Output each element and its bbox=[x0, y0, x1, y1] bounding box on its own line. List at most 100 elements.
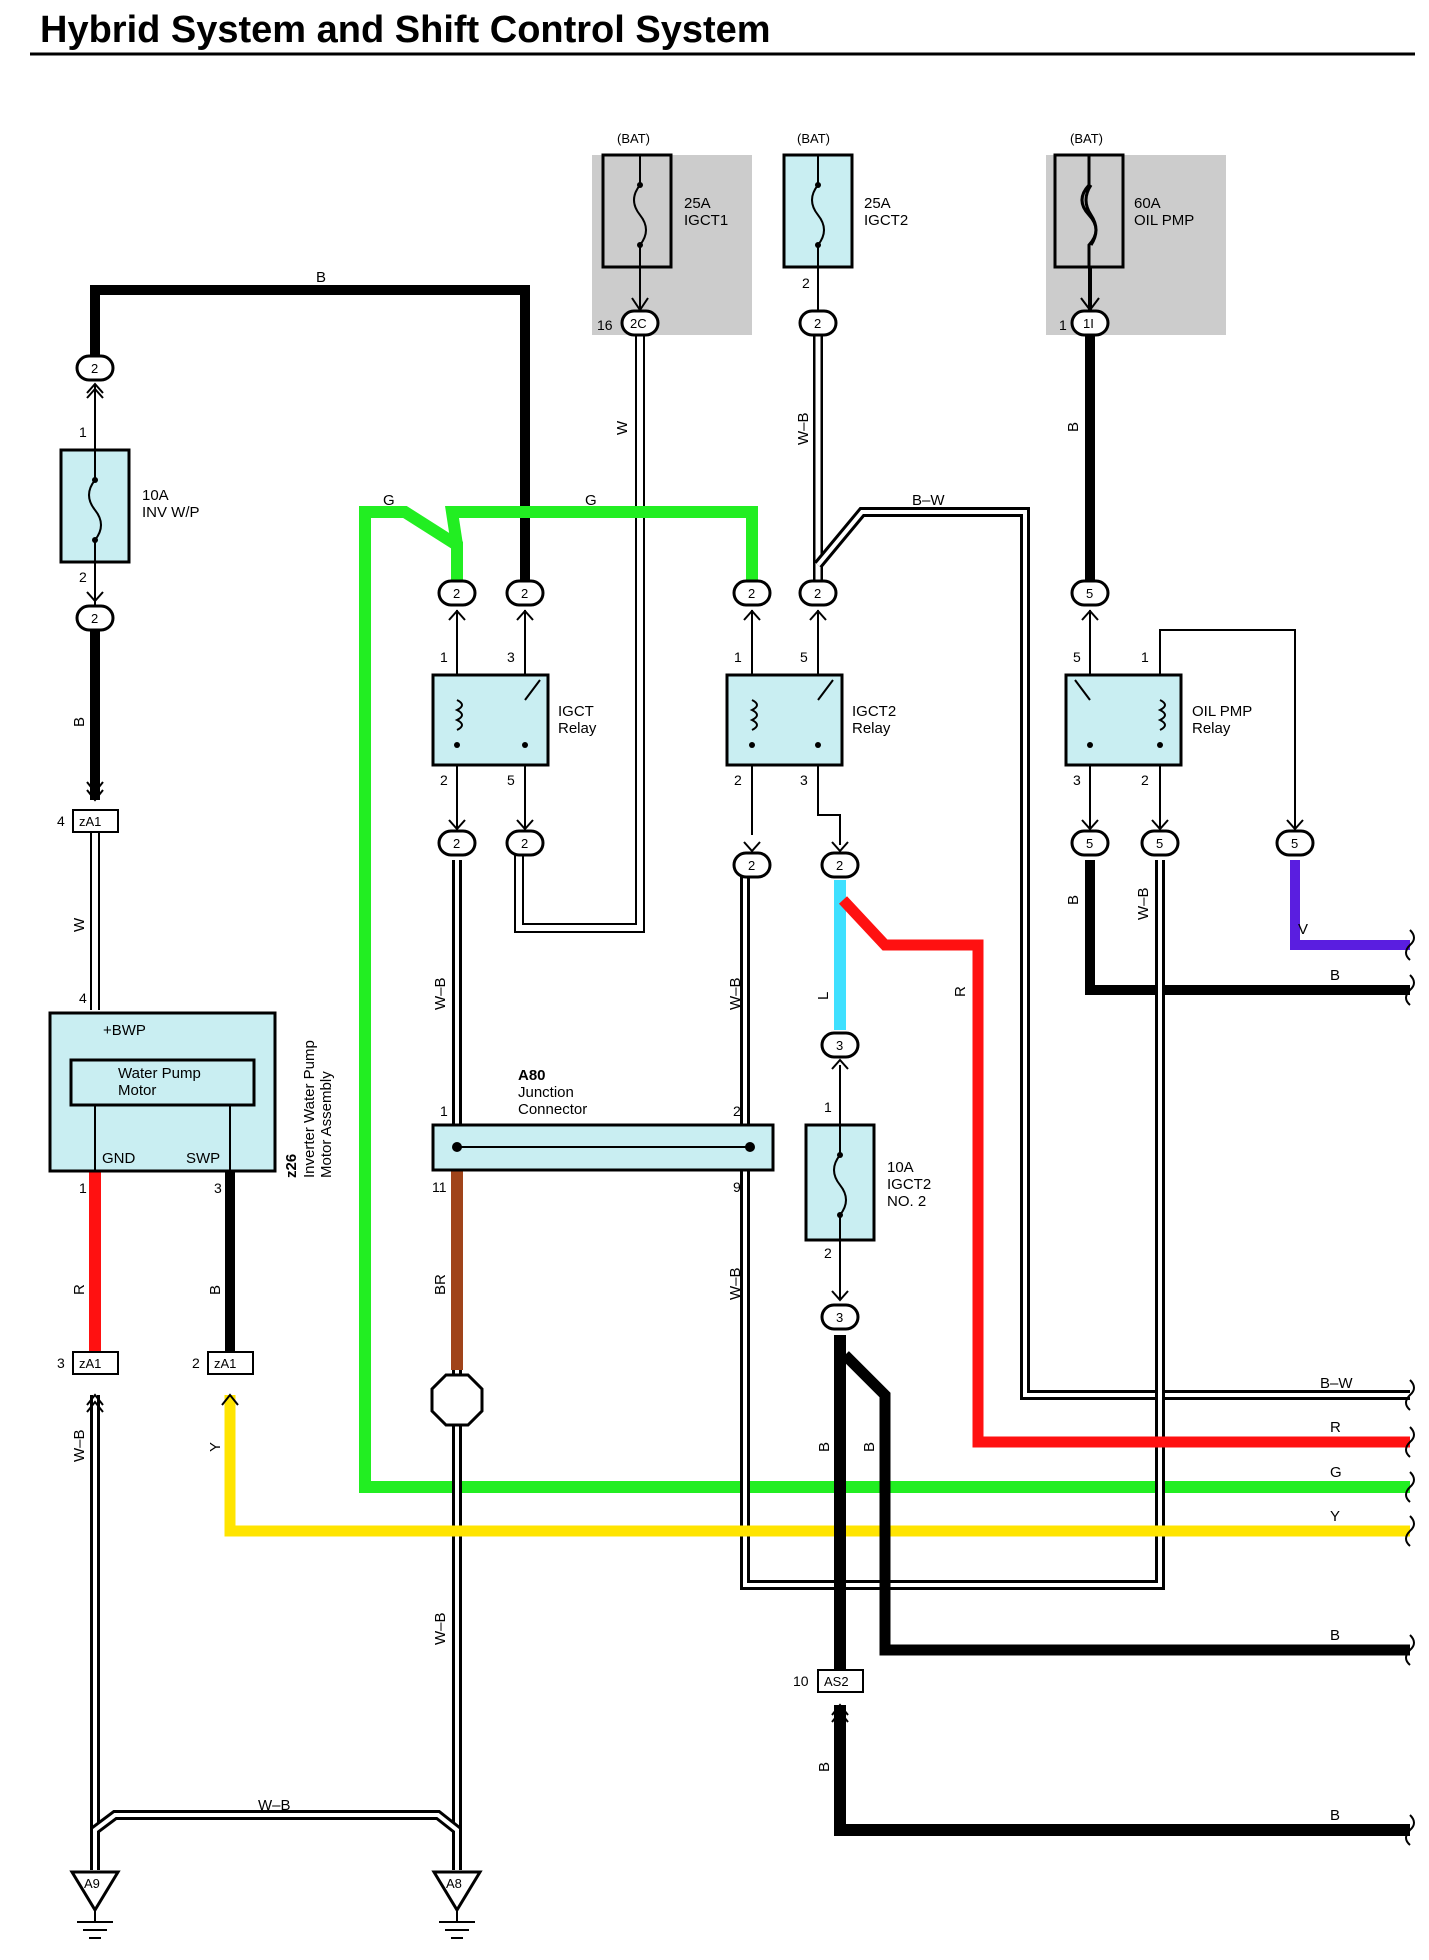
relay-igct2-switch-icon bbox=[817, 679, 834, 701]
conn-2-igct2-pin1: 2 bbox=[732, 579, 772, 607]
fuse-inv-wp-icon bbox=[88, 450, 102, 562]
fuse-igct2-icon bbox=[811, 155, 825, 267]
svg-text:2: 2 bbox=[91, 611, 98, 626]
a80-pin2: 2 bbox=[733, 1103, 741, 1119]
a80-pin9: 9 bbox=[733, 1179, 741, 1195]
fuse-igct2-no2-name1: IGCT2 bbox=[887, 1176, 931, 1193]
conn-2-igct-pin5: 2 bbox=[505, 829, 545, 857]
lbl-b-swp: B bbox=[207, 1285, 224, 1295]
fuse-igct2-no2-icon bbox=[833, 1125, 847, 1240]
relay-igct-pin5: 5 bbox=[507, 772, 515, 788]
svg-text:5: 5 bbox=[1156, 836, 1163, 851]
motor-bwp: +BWP bbox=[103, 1022, 146, 1039]
relay-oil-pmp-switch-icon bbox=[1074, 679, 1091, 701]
motor-top-pin: 4 bbox=[79, 990, 87, 1006]
wire-tails bbox=[1405, 929, 1415, 1846]
lbl-v: V bbox=[1298, 921, 1308, 938]
tail-r bbox=[1405, 1426, 1415, 1458]
fuse-igct2-bat: (BAT) bbox=[797, 131, 830, 146]
fuse-igct1-rating: 25A bbox=[684, 195, 711, 212]
fuse-igct2-pin: 2 bbox=[802, 275, 810, 291]
wire-g-top bbox=[445, 506, 758, 580]
lbl-b-as2: B bbox=[816, 1762, 833, 1772]
lbl-wb-igct2: W–B bbox=[727, 977, 744, 1010]
motor-name1: Inverter Water Pump bbox=[301, 1040, 318, 1178]
chevrons bbox=[86, 382, 1304, 1723]
wire-g-loop bbox=[359, 506, 1410, 1493]
relay-igct-switch-icon bbox=[524, 679, 541, 701]
conn-5-oil-pin2: 5 bbox=[1140, 829, 1180, 857]
wire-b-oil-out bbox=[1085, 860, 1410, 995]
lbl-b-oilrelay: B bbox=[1065, 895, 1082, 905]
svg-text:zA1: zA1 bbox=[214, 1356, 236, 1371]
tail-v bbox=[1405, 929, 1415, 961]
fuse-igct1-name: IGCT1 bbox=[684, 212, 728, 229]
tail-b3 bbox=[1405, 1814, 1415, 1846]
relay-igct2-pin2: 2 bbox=[734, 772, 742, 788]
wire-labels: B G G B–W W W–B B B W W–B W–B L R B W–B … bbox=[71, 269, 1353, 1824]
conn-3-fuse2-top: 3 bbox=[820, 1031, 860, 1059]
lbl-g-right: G bbox=[1330, 1464, 1342, 1481]
relay-oil-pmp-name2: Relay bbox=[1192, 720, 1231, 737]
svg-text:5: 5 bbox=[1291, 836, 1298, 851]
wire-bw bbox=[816, 510, 1410, 1397]
conn-1i: 1I bbox=[1070, 309, 1110, 337]
svg-text:A8: A8 bbox=[446, 1876, 462, 1891]
svg-text:zA1: zA1 bbox=[79, 1356, 101, 1371]
motor-id: z26 bbox=[283, 1154, 300, 1178]
relay-oil-pmp: OIL PMP Relay 5 1 3 2 bbox=[1064, 610, 1252, 835]
lbl-b-right3: B bbox=[1330, 1807, 1340, 1824]
wire-bw-outline bbox=[814, 507, 1410, 1400]
splice-octagon-icon bbox=[430, 1373, 484, 1427]
fuse-igct2-no2: 10A IGCT2 NO. 2 1 2 bbox=[804, 1099, 931, 1261]
relay-oil-pmp-pin3: 3 bbox=[1073, 772, 1081, 788]
fuse-oil-pmp-bat: (BAT) bbox=[1070, 131, 1103, 146]
svg-text:2: 2 bbox=[814, 316, 821, 331]
motor-gnd-pin: 1 bbox=[79, 1180, 87, 1196]
za1-right-pin: 2 bbox=[192, 1355, 200, 1371]
lbl-bw-right: B–W bbox=[1320, 1375, 1353, 1392]
junction-a80: A80 Junction Connector 1 2 11 9 bbox=[431, 1067, 775, 1195]
fuse-igct2-no2-rating: 10A bbox=[887, 1159, 914, 1176]
relay-igct2-name1: IGCT2 bbox=[852, 703, 896, 720]
a80-pin11: 11 bbox=[432, 1179, 447, 1195]
connector-bubbles: 2C 2 1I 2 2 2 2 2 2 5 2 2 2 2 5 5 5 3 3 bbox=[75, 309, 1315, 1331]
conn-5-oil-pin3: 5 bbox=[1070, 829, 1110, 857]
wire-wb-tie bbox=[93, 1813, 459, 1845]
wire-y bbox=[224, 1395, 1410, 1537]
svg-text:2: 2 bbox=[748, 858, 755, 873]
wire-b-as2 bbox=[834, 1705, 1410, 1836]
relay-oil-pmp-pin5: 5 bbox=[1073, 649, 1081, 665]
svg-text:AS2: AS2 bbox=[824, 1674, 849, 1689]
wires bbox=[89, 285, 1410, 1870]
svg-text:5: 5 bbox=[1086, 586, 1093, 601]
fuse-igct1: (BAT) 25A IGCT1 16 bbox=[597, 131, 728, 333]
relay-oil-pmp-pin1: 1 bbox=[1141, 649, 1149, 665]
lbl-r-gnd: R bbox=[71, 1284, 88, 1295]
lbl-wb-a9: W–B bbox=[71, 1429, 88, 1462]
lbl-b-top: B bbox=[316, 269, 326, 286]
lbl-wb-igct2fuse: W–B bbox=[795, 412, 812, 445]
lbl-g-2: G bbox=[585, 492, 597, 509]
conn-za1-top: zA1 bbox=[72, 809, 119, 833]
lbl-r-igct2: R bbox=[952, 986, 969, 997]
fuse-oil-pmp-name: OIL PMP bbox=[1134, 212, 1194, 229]
relay-oil-pmp-coil-icon bbox=[1157, 699, 1166, 731]
ground-a8: A8 bbox=[431, 1870, 483, 1939]
relay-igct-name2: Relay bbox=[558, 720, 597, 737]
relay-igct-coil-icon bbox=[454, 699, 463, 731]
page-title: Hybrid System and Shift Control System bbox=[40, 9, 771, 51]
fuse-inv-wp-pin2: 2 bbox=[79, 569, 87, 585]
conn-2-invwp-top: 2 bbox=[75, 354, 115, 382]
relay-igct2-pin5: 5 bbox=[800, 649, 808, 665]
relay-oil-pmp-pin2: 2 bbox=[1141, 772, 1149, 788]
relay-igct-pin2: 2 bbox=[440, 772, 448, 788]
conn-2-igct2-pin2: 2 bbox=[732, 851, 772, 879]
relay-igct2-name2: Relay bbox=[852, 720, 891, 737]
za1-top-pin: 4 bbox=[57, 813, 65, 829]
wire-igct2-pin3 bbox=[817, 770, 841, 845]
fuse-igct2: (BAT) 25A IGCT2 2 bbox=[782, 131, 908, 312]
lbl-b-right2: B bbox=[1330, 1627, 1340, 1644]
svg-text:2: 2 bbox=[836, 858, 843, 873]
